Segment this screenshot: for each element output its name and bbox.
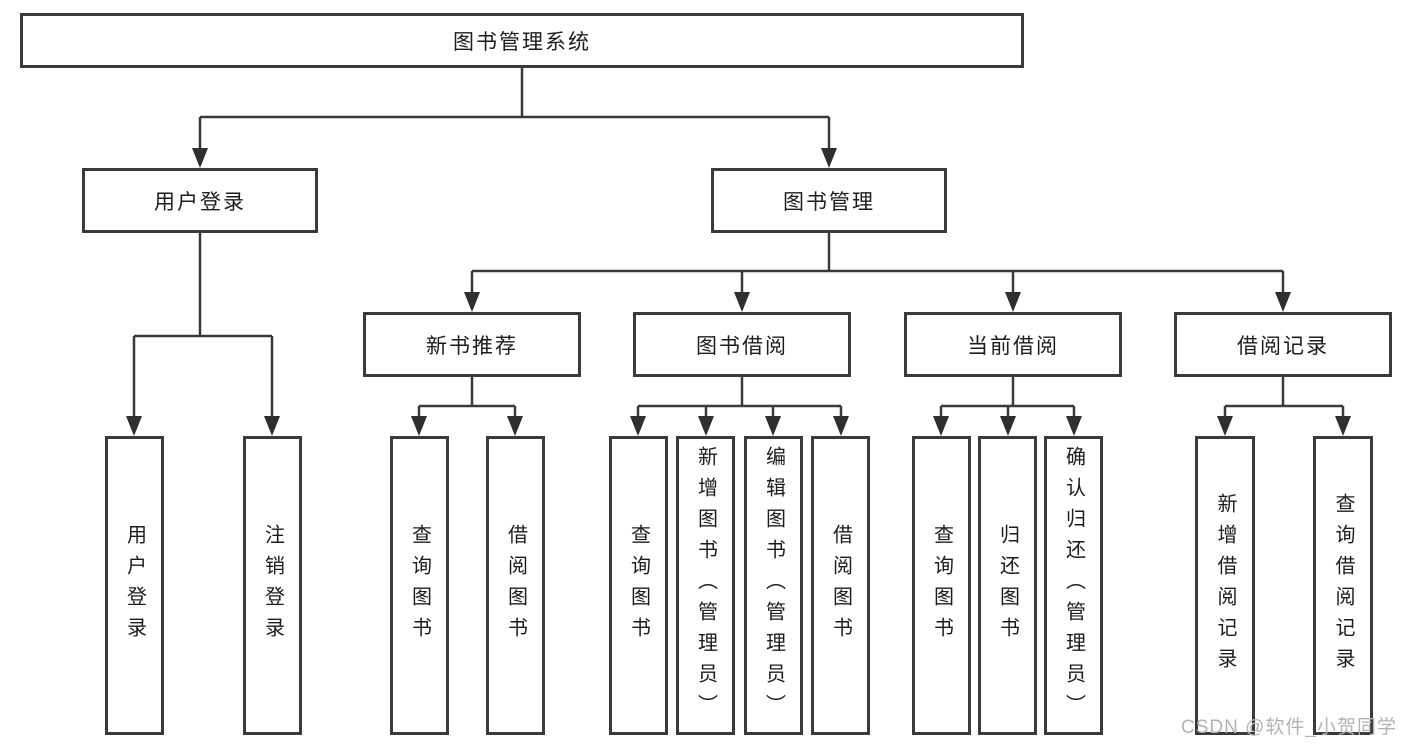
node-label: 注销登录 <box>261 523 284 648</box>
node-new-book-recommend: 新书推荐 <box>363 312 581 377</box>
node-label: 归还图书 <box>996 523 1019 648</box>
node-label: 借阅图书 <box>829 523 852 648</box>
node-leaf-borrowing-edit-books-admin: 编辑图书（管理员） <box>744 436 803 735</box>
node-label: 确认归还（管理员） <box>1062 446 1085 725</box>
node-label: 用户登录 <box>123 523 146 648</box>
node-label: 图书管理系统 <box>453 30 591 54</box>
node-label: 查询图书 <box>627 523 650 648</box>
node-leaf-borrowing-borrow-books: 借阅图书 <box>811 436 870 735</box>
node-label: 图书管理 <box>783 190 875 214</box>
node-leaf-current-confirm-return-admin: 确认归还（管理员） <box>1044 436 1103 735</box>
node-book-borrowing: 图书借阅 <box>633 312 851 377</box>
node-leaf-borrowing-add-books-admin: 新增图书（管理员） <box>676 436 735 735</box>
node-label: 查询图书 <box>930 523 953 648</box>
node-leaf-records-query: 查询借阅记录 <box>1313 436 1373 735</box>
node-label: 借阅记录 <box>1237 334 1329 358</box>
node-label: 图书借阅 <box>696 334 788 358</box>
node-leaf-user-login: 用户登录 <box>105 436 164 735</box>
node-root-library-system: 图书管理系统 <box>20 13 1024 68</box>
node-label: 用户登录 <box>154 190 246 214</box>
node-leaf-records-add: 新增借阅记录 <box>1195 436 1255 735</box>
node-current-borrowing: 当前借阅 <box>904 312 1122 377</box>
node-label: 编辑图书（管理员） <box>762 446 785 725</box>
node-label: 借阅图书 <box>504 523 527 648</box>
node-leaf-current-return-books: 归还图书 <box>978 436 1037 735</box>
csdn-watermark: CSDN @软件_小贺同学 <box>1181 717 1397 738</box>
node-label: 新书推荐 <box>426 334 518 358</box>
node-label: 查询借阅记录 <box>1332 492 1354 679</box>
node-label: 新增借阅记录 <box>1214 492 1236 679</box>
node-borrowing-records: 借阅记录 <box>1174 312 1392 377</box>
node-leaf-borrowing-query-books: 查询图书 <box>609 436 668 735</box>
node-leaf-recommend-borrow-books: 借阅图书 <box>486 436 545 735</box>
node-label: 当前借阅 <box>967 334 1059 358</box>
node-leaf-recommend-query-books: 查询图书 <box>390 436 449 735</box>
node-user-login: 用户登录 <box>82 168 318 233</box>
node-label: 新增图书（管理员） <box>694 446 717 725</box>
node-book-management: 图书管理 <box>711 168 947 233</box>
node-leaf-current-query-books: 查询图书 <box>912 436 971 735</box>
node-label: 查询图书 <box>408 523 431 648</box>
node-leaf-logout: 注销登录 <box>243 436 302 735</box>
